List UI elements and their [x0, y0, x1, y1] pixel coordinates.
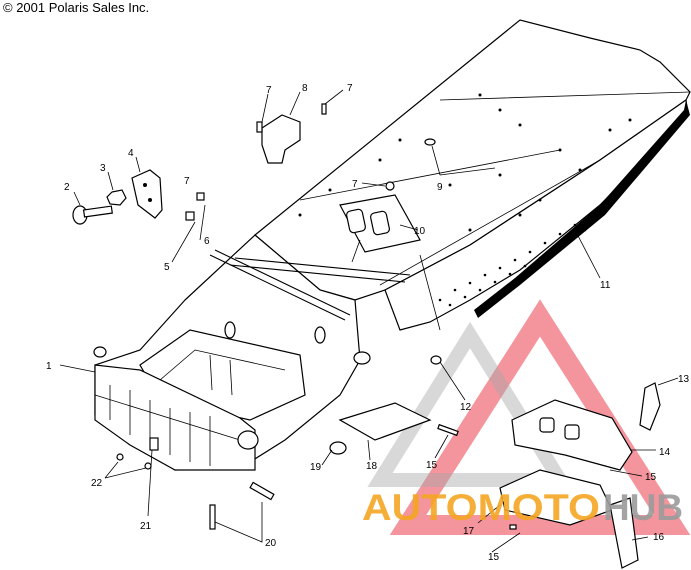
- fastener-15b: [509, 524, 517, 530]
- callout-18: 18: [366, 461, 378, 472]
- callout-6: 6: [204, 236, 210, 247]
- callout-9: 9: [437, 182, 443, 193]
- clip-7b: [321, 103, 327, 115]
- tunnel-rivets: [298, 93, 632, 232]
- bulkhead-hole-4: [314, 326, 326, 344]
- bumper-19: [329, 441, 347, 455]
- callout-4: 4: [128, 148, 134, 159]
- bracket-4: [131, 169, 163, 219]
- plate-opening-left: [346, 208, 366, 234]
- callout-15b: 15: [426, 460, 438, 471]
- callout-5: 5: [164, 262, 170, 273]
- callout-19: 19: [310, 462, 322, 473]
- steering-bar: [209, 249, 351, 321]
- bolt-2: [72, 205, 113, 225]
- mount-1: [93, 346, 107, 358]
- callout-14: 14: [659, 447, 671, 458]
- bracket-13: [639, 382, 661, 431]
- callout-12: 12: [460, 402, 472, 413]
- plate-opening-right: [370, 210, 390, 236]
- bulkhead-hole-1: [353, 351, 371, 365]
- bracket-8: [261, 114, 301, 164]
- fastener-15a: [437, 423, 459, 437]
- bulkhead-cavity-detail: [159, 349, 286, 396]
- loose-parts: [72, 103, 661, 569]
- cross-bar: [229, 257, 411, 283]
- slide-rail: [474, 100, 690, 318]
- callout-7b: 7: [347, 83, 353, 94]
- callout-22: 22: [91, 478, 103, 489]
- callout-2: 2: [64, 182, 70, 193]
- grommet-22a: [116, 453, 124, 461]
- bolt-20b: [249, 481, 275, 501]
- pad-18: [338, 402, 432, 441]
- callout-11: 11: [600, 280, 611, 291]
- callouts: 1 2 3 4 5 6 7 8 7 7 7 9 10 11 12 13 14 1…: [46, 83, 690, 563]
- callout-8: 8: [302, 83, 308, 94]
- watermark-triangle-small: [367, 321, 573, 487]
- callout-20: 20: [265, 538, 277, 549]
- plug-9: [424, 138, 436, 146]
- bulkhead-hole-2: [237, 430, 259, 450]
- callout-16: 16: [653, 532, 665, 543]
- callout-15a: 15: [645, 472, 657, 483]
- callout-7a: 7: [266, 85, 272, 96]
- callout-13: 13: [678, 374, 690, 385]
- callout-1: 1: [46, 361, 52, 372]
- screw-6: [196, 192, 205, 201]
- callout-7d: 7: [184, 176, 190, 187]
- nut-3: [106, 189, 127, 206]
- screw-5: [185, 211, 195, 221]
- leader-lines: [59, 89, 679, 553]
- callout-7c: 7: [352, 179, 358, 190]
- callout-21: 21: [140, 521, 152, 532]
- bushing-12: [430, 355, 442, 365]
- callout-3: 3: [100, 163, 106, 174]
- front-lower-frame: [94, 364, 256, 471]
- callout-17: 17: [463, 526, 475, 537]
- bulkhead-hole-3: [224, 321, 236, 339]
- front-frame-ribs: [94, 385, 241, 466]
- clip-7c: [385, 181, 395, 191]
- watermark-text-hub: HUB: [603, 487, 683, 528]
- watermark-text: AUTOMOTO HUB: [362, 487, 683, 528]
- side-perforations: [438, 213, 592, 307]
- bracket-16: [609, 497, 639, 569]
- watermark-text-auto: AUTOMOTO: [362, 487, 600, 528]
- callout-15c: 15: [488, 552, 500, 563]
- copyright-text: © 2001 Polaris Sales Inc.: [3, 0, 150, 15]
- chassis-tunnel: [94, 19, 691, 471]
- bolt-20a: [209, 504, 216, 530]
- callout-10: 10: [414, 226, 426, 237]
- tunnel-panel-seams: [299, 91, 691, 331]
- pin-21: [149, 437, 159, 451]
- clip-7a: [256, 121, 263, 133]
